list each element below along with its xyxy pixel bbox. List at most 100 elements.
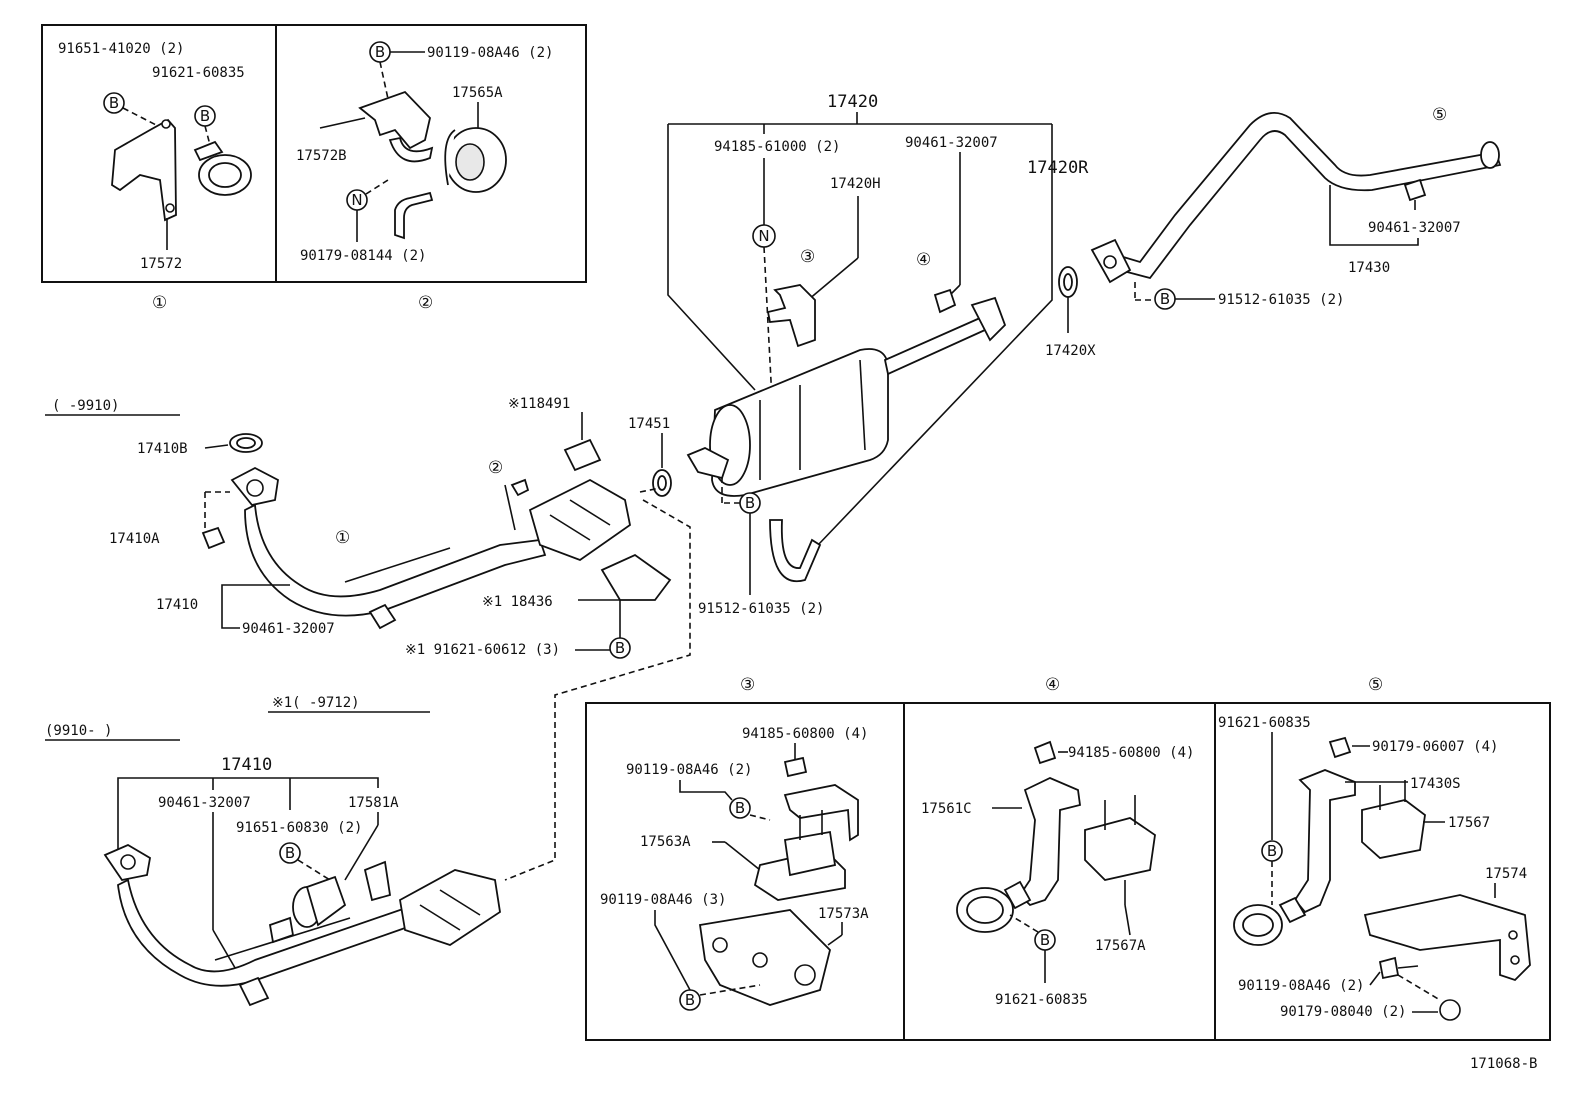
muffler-bolt-label: 91512-61035 (2) (698, 601, 824, 617)
pipe-old-label: 17410 (156, 597, 198, 613)
inset5-bracket (1293, 769, 1356, 914)
diagram-id: 171068-B (1470, 1056, 1537, 1072)
inset1-callout-b1 (103, 92, 125, 114)
heat-ins-label: ※118491 (508, 396, 570, 412)
pipe-new-label: 17410 (221, 755, 272, 775)
muffler-group: 17420 94185-61000 (2) 90461-32007 17420R… (667, 92, 1089, 617)
front-pipe-old-group: ( -9910) 17410B 17410A ① 17410 90461-320… (45, 396, 691, 881)
bolt-new-label: 91651-60830 (2) (236, 820, 362, 836)
svg-text:N: N (351, 191, 362, 209)
inset3-bracket-label: 17573A (818, 906, 869, 922)
inset1-callout-b2-text: B (200, 107, 210, 125)
inset3-nut (783, 756, 808, 778)
clamp-old-label: 90461-32007 (242, 621, 335, 637)
inset1-number: ① (152, 293, 167, 313)
inset4-nut-label: 94185-60800 (4) (1068, 745, 1194, 761)
front-pipe-old (244, 503, 547, 617)
inset4-hanger-bracket (1018, 777, 1081, 907)
inset4-cushion (1084, 817, 1156, 881)
svg-text:B: B (685, 991, 695, 1009)
catalytic-converter-old (528, 478, 631, 562)
inset4-nut (1033, 740, 1057, 765)
inset-1-2-frame (41, 24, 587, 283)
muffler-nut-label: 94185-61000 (2) (714, 139, 840, 155)
inset3-number: ③ (740, 675, 755, 695)
callout-3: ③ (800, 247, 815, 267)
inset-3: 94185-60800 (4) 90119-08A46 (2) B 17563A… (600, 726, 869, 1011)
heat-insulator-lower (600, 553, 672, 601)
inset5-cushion-label: 17567 (1448, 815, 1490, 831)
muffler-hanger-bracket (766, 284, 816, 348)
inset3-bolt-a-label: 90119-08A46 (2) (626, 762, 752, 778)
gasket-17451-label: 17451 (628, 416, 670, 432)
inset5-nut (1328, 736, 1352, 759)
inset2-number: ② (418, 293, 433, 313)
range-ref-label: ※1( -9712) (272, 695, 360, 711)
inset1-clamp-label: 91621-60835 (152, 65, 245, 81)
inset1-bracket-label: 17572 (140, 256, 182, 272)
inset5-nut2-label: 90179-08040 (2) (1280, 1004, 1406, 1020)
tailpipe-group: ⑤ 90461-32007 17430 B 91512-61035 (2) (1090, 105, 1502, 310)
inset5-bracket-label: 17430S (1410, 776, 1461, 792)
inset5-bolt (1378, 956, 1400, 980)
callout-1: ① (335, 528, 350, 548)
clamp-new-label: 90461-32007 (158, 795, 251, 811)
muffler-bracket (358, 90, 431, 150)
front-pipe-new-group: ※1( -9712) (9910- ) 17410 90461-32007 17… (45, 695, 501, 1007)
inset1-bolt-label: 91651-41020 (2) (58, 41, 184, 57)
gasket-x-label: 17420X (1045, 343, 1096, 359)
inset2-bolt-label: 90119-08A46 (2) (427, 45, 553, 61)
svg-text:B: B (615, 639, 625, 657)
muffler-label: 17420 (827, 92, 878, 112)
svg-text:B: B (285, 844, 295, 862)
callout-4: ④ (916, 250, 931, 270)
callout-5: ⑤ (1432, 105, 1447, 125)
inset5-clamp-label: 91621-60835 (1218, 715, 1311, 731)
gasket-a (201, 526, 226, 550)
hanger-rod (394, 191, 434, 240)
inset4-cushion-label: 17567A (1095, 938, 1146, 954)
heat-ins-bolt-label: ※1 91621-60612 (3) (405, 642, 560, 658)
inset4-clamp-label: 91621-60835 (995, 992, 1088, 1008)
inset1-callout-b1-text: B (109, 94, 119, 112)
inset-2: B 90119-08A46 (2) 17565A 17572B N 90179-… (296, 41, 553, 264)
clamp-old (368, 603, 397, 630)
tailpipe-bolt-label: 91512-61035 (2) (1218, 292, 1344, 308)
inset5-bolt-label: 90119-08A46 (2) (1238, 978, 1364, 994)
inset5-number: ⑤ (1368, 675, 1383, 695)
tailpipe-label: 17430 (1348, 260, 1390, 276)
muffler-strap (769, 519, 822, 583)
gasket-b-label: 17410B (137, 441, 188, 457)
inset-1: 91651-41020 (2) 91621-60835 B B 17572 (58, 41, 252, 272)
muffler-inlet-flange (686, 447, 730, 480)
tailpipe (1097, 111, 1502, 280)
sensor-label: 17581A (348, 795, 399, 811)
inset5-nut2 (1439, 999, 1461, 1021)
inset5-stay-label: 17574 (1485, 866, 1527, 882)
svg-text:B: B (735, 799, 745, 817)
inset3-callout-b2 (679, 989, 701, 1011)
muffler-r-label: 17420R (1027, 158, 1089, 178)
range-old-label: ( -9910) (52, 398, 119, 414)
svg-text:B: B (1267, 842, 1277, 860)
inset5-cushion (1361, 799, 1426, 859)
muffler-clamp-label: 90461-32007 (905, 135, 998, 151)
inset2-bracket-label: 17572B (296, 148, 347, 164)
range-new-label: (9910- ) (45, 723, 112, 739)
inset2-cushion-label: 17565A (452, 85, 503, 101)
gasket-17420x: 17420X (1045, 266, 1096, 359)
heat-ins-b-label: ※1 18436 (482, 594, 553, 610)
heat-ins-callout-b (609, 637, 631, 659)
svg-text:B: B (375, 43, 385, 61)
inset4-number: ④ (1045, 675, 1060, 695)
catalytic-converter-new (399, 869, 501, 946)
tailpipe-clamp (1403, 178, 1427, 202)
inset3-nut-label: 94185-60800 (4) (742, 726, 868, 742)
tailpipe-clamp-label: 90461-32007 (1368, 220, 1461, 236)
svg-text:B: B (1040, 931, 1050, 949)
inset5-nut-label: 90179-06007 (4) (1372, 739, 1498, 755)
inset2-nut-label: 90179-08144 (2) (300, 248, 426, 264)
hanger-label: 17420H (830, 176, 881, 192)
muffler-clamp (933, 288, 957, 314)
